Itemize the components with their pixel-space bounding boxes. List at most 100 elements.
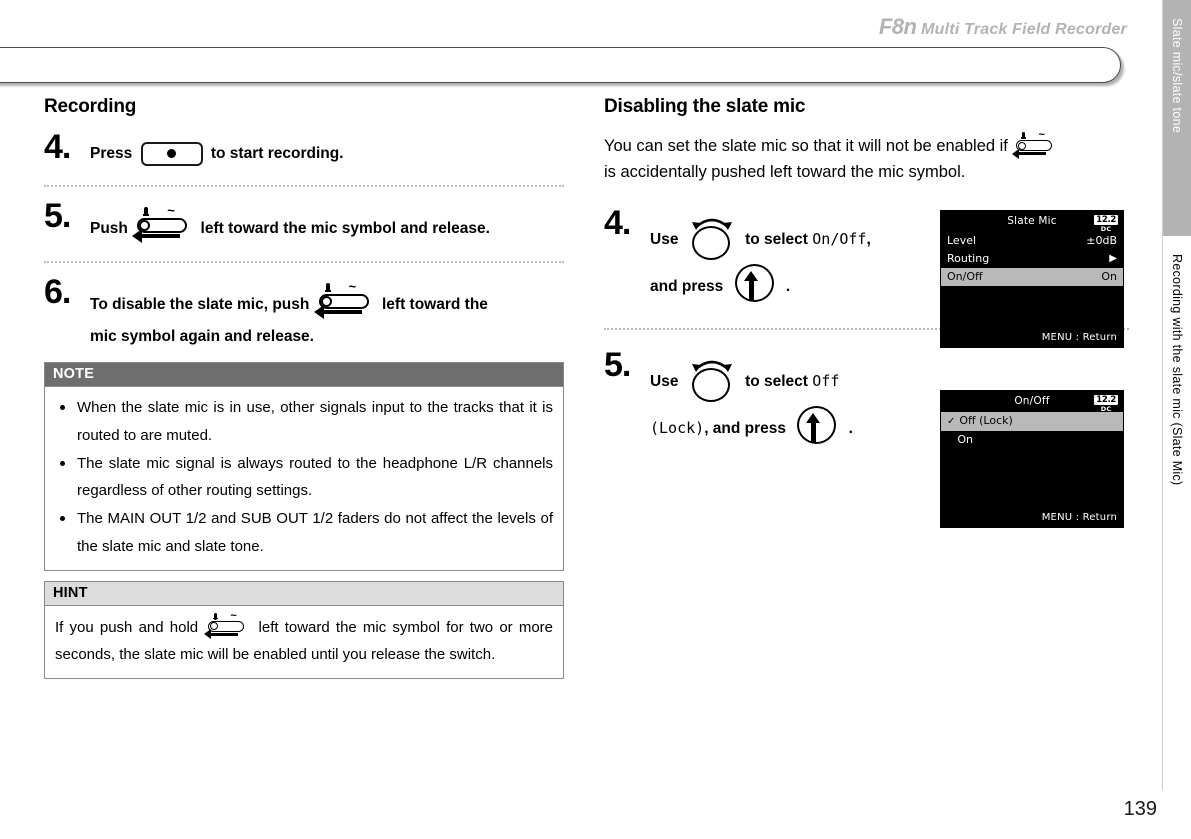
- mic-symbol-icon: [1021, 132, 1027, 139]
- product-model-name: F8n: [878, 14, 917, 39]
- lcd-item-value: On: [1101, 270, 1117, 283]
- hint-heading: HINT: [45, 581, 563, 606]
- switch-knob: [139, 220, 151, 231]
- left-arrow-icon: [1012, 148, 1047, 159]
- mic-symbol-icon: [213, 612, 219, 620]
- lcd-footer-hint: MENU : Return: [1041, 512, 1117, 523]
- lcd-option-list: ✓Off (Lock) On: [941, 412, 1123, 450]
- battery-indicator: 12.2 DC: [1094, 215, 1118, 233]
- press-dial-icon: [732, 260, 778, 306]
- checkmark-placeholder-icon: [947, 435, 953, 446]
- step-6-body: To disable the slate mic, push ~ left to…: [90, 277, 564, 352]
- rotate-arrow-icon: [691, 218, 732, 230]
- lcd-menu-item-level[interactable]: Level ±0dB: [941, 232, 1123, 250]
- step-5-body: Push ~ left toward the mic symbol and re…: [90, 201, 564, 245]
- switch-track: [137, 218, 188, 233]
- lcd-title: On/Off: [1014, 395, 1050, 407]
- select-value: Off: [812, 371, 840, 390]
- header-decorative-bar: [0, 47, 1121, 83]
- lcd-title: Slate Mic: [1007, 215, 1057, 227]
- dial-ring: [797, 405, 837, 444]
- left-arrow-icon: [132, 229, 181, 243]
- battery-source-label: DC: [1100, 225, 1112, 233]
- battery-source-label: DC: [1100, 405, 1112, 413]
- battery-voltage: 12.2: [1094, 395, 1118, 405]
- left-arrow-icon: [204, 629, 239, 639]
- hint-body: If you push and hold ~ left toward the m…: [45, 606, 563, 679]
- lcd-screen-slate-mic: Slate Mic 12.2 DC Level ±0dB Routing ▶ O…: [940, 210, 1124, 348]
- step-5-text-after: left toward the mic symbol and release.: [200, 220, 490, 237]
- mic-symbol-icon: [324, 283, 331, 292]
- note-item: The slate mic signal is always routed to…: [55, 450, 553, 506]
- intro-text-after: is accidentally pushed left toward the m…: [604, 163, 966, 181]
- switch-knob: [320, 296, 332, 307]
- page-number: 139: [1123, 798, 1157, 820]
- left-arrow-icon: [313, 305, 362, 319]
- intro-text-before: You can set the slate mic so that it wil…: [604, 137, 1008, 155]
- battery-voltage: 12.2: [1094, 215, 1118, 225]
- up-arrow-icon: [743, 270, 758, 300]
- lcd-screen-onoff: On/Off 12.2 DC ✓Off (Lock) On MENU : Ret…: [940, 390, 1124, 528]
- select-label: to select: [745, 372, 808, 390]
- step-6-text-before: To disable the slate mic, push: [90, 296, 310, 313]
- checkmark-icon: ✓: [947, 416, 956, 427]
- press-label: , and press: [704, 419, 787, 437]
- period: .: [785, 277, 791, 295]
- up-arrow-icon: [806, 412, 821, 442]
- step-4-body: Press to start recording.: [90, 132, 564, 169]
- right-column: Disabling the slate mic You can set the …: [604, 96, 1129, 448]
- note-item: The MAIN OUT 1/2 and SUB OUT 1/2 faders …: [55, 505, 553, 561]
- step-divider: [604, 327, 1129, 330]
- select-label: to select: [745, 230, 808, 248]
- slate-switch-icon: ~: [313, 280, 375, 321]
- select-value: On/Off: [812, 229, 867, 248]
- lcd-item-label: On/Off: [947, 270, 983, 283]
- step-5-text-before: Push: [90, 220, 128, 237]
- right-step-4-number: 4: [604, 206, 650, 240]
- lcd-item-label: Routing: [947, 252, 990, 265]
- dial-ring: [734, 263, 774, 302]
- tab-column-divider: [1162, 0, 1163, 790]
- press-label: and press: [650, 277, 724, 295]
- tone-symbol-icon: ~: [167, 203, 175, 218]
- document-header: F8n Multi Track Field Recorder: [879, 14, 1127, 40]
- chevron-right-icon: ▶: [1109, 253, 1117, 264]
- lcd-item-label: On: [957, 433, 973, 446]
- lcd-item-value: ±0dB: [1086, 234, 1117, 247]
- rotate-arrow-icon: [691, 360, 732, 372]
- switch-knob: [1018, 141, 1027, 150]
- right-step-5-number: 5: [604, 348, 650, 382]
- lcd-option-label-wrap: On: [947, 433, 973, 448]
- slate-switch-icon: ~: [1012, 129, 1057, 160]
- use-label: Use: [650, 372, 679, 390]
- rotary-dial-icon: [688, 214, 736, 260]
- hint-text-after: left toward the mic symbol for two or mo…: [55, 618, 554, 664]
- step-divider: [44, 261, 564, 263]
- index-tab-sub[interactable]: Recording with the slate mic (Slate Mic): [1163, 236, 1191, 536]
- mic-symbol-icon: [143, 207, 150, 216]
- step-6-text-line2: mic symbol again and release.: [90, 328, 314, 345]
- lcd-menu-item-onoff[interactable]: On/Off On: [941, 268, 1123, 286]
- lcd-item-label: Level: [947, 234, 977, 247]
- slate-switch-icon: ~: [132, 203, 193, 245]
- right-section-title: Disabling the slate mic: [604, 96, 806, 117]
- switch-knob: [210, 622, 219, 630]
- hint-text-before: If you push and hold: [55, 618, 199, 636]
- lcd-option-off-lock[interactable]: ✓Off (Lock): [941, 412, 1123, 431]
- note-body: When the slate mic is in use, other sign…: [45, 386, 563, 570]
- lcd-menu-list: Level ±0dB Routing ▶ On/Off On: [941, 232, 1123, 286]
- tone-symbol-icon: ~: [230, 609, 237, 622]
- index-tab-active[interactable]: Slate mic/slate tone: [1163, 0, 1191, 236]
- note-callout: NOTE When the slate mic is in use, other…: [44, 362, 564, 571]
- hint-callout: HINT If you push and hold ~ left toward …: [44, 580, 564, 679]
- lcd-option-label-wrap: ✓Off (Lock): [947, 414, 1013, 429]
- lcd-option-on[interactable]: On: [941, 431, 1123, 450]
- left-section-title: Recording: [44, 96, 137, 117]
- lcd-menu-item-routing[interactable]: Routing ▶: [941, 250, 1123, 268]
- product-subtitle: Multi Track Field Recorder: [921, 21, 1127, 38]
- rotary-dial-icon: [688, 356, 736, 402]
- tone-symbol-icon: ~: [1038, 129, 1045, 141]
- battery-indicator: 12.2 DC: [1094, 395, 1118, 413]
- note-item: When the slate mic is in use, other sign…: [55, 394, 553, 450]
- note-heading: NOTE: [45, 363, 563, 386]
